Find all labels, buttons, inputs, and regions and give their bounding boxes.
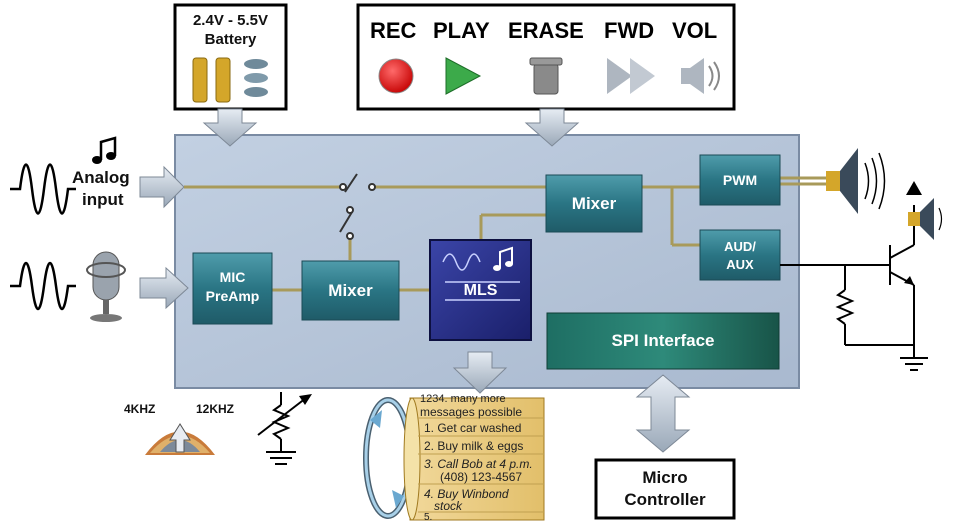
variable-resistor-arrow [299,394,312,405]
mls-note-icon [493,246,513,271]
vol-label: VOL [672,18,718,43]
battery-arrow [202,108,258,147]
message-item-2: 2. Buy milk & eggs [424,439,524,453]
mixer-top-block [545,174,643,233]
battery-icon [192,57,268,103]
analog-input-label-2: input [82,190,124,209]
fast-forward-icon [607,58,655,94]
microphone-icon [86,251,126,322]
mixer-left-block [301,260,400,321]
micro-controller-label-1: Micro [642,468,688,487]
aud-aux-label-2: AUX [726,256,754,272]
aux-speaker-icon [908,198,943,240]
pwm-block [699,154,781,206]
fwd-label: FWD [604,18,655,43]
message-item-5: 5. [424,512,433,523]
mic-preamp-block [192,252,273,325]
battery-voltage-label: 2.4V - 5.5V [192,12,269,29]
message-item-4a: 4. Buy Winbond [424,487,509,501]
transistor-emitter-arrow [904,276,914,285]
battery-label: Battery [204,31,257,48]
aux-output-circuit [780,205,928,371]
erase-label: ERASE [508,18,584,43]
message-scroll-icon [363,397,545,521]
play-icon [445,57,482,95]
controls-arrow [524,108,580,147]
message-top-1: 1234. many more [420,393,506,405]
message-item-3b: (408) 123-4567 [440,470,523,484]
micro-controller-label-2: Controller [624,490,706,509]
aud-aux-label-1: AUD/ [724,238,756,254]
spi-interface-label: SPI Interface [611,331,715,350]
record-icon [378,58,414,94]
trash-icon [529,57,563,95]
mls-label: MLS [463,282,498,299]
rec-label: REC [370,18,417,43]
mixer-left-label: Mixer [328,280,373,300]
mic-arrow [139,266,189,310]
message-item-1: 1. Get car washed [424,421,522,435]
mls-block [429,239,532,341]
mic-preamp-label-1: MIC [219,269,246,285]
analog-waveform-icon [10,163,76,215]
vcc-arrow [906,181,922,195]
message-item-4b: stock [434,499,463,513]
variable-resistor-icon [257,392,307,465]
mls-wave-icon [442,253,481,271]
volume-icon [681,58,720,94]
mic-waveform-icon [10,262,76,310]
mls-arrow [452,351,508,394]
freq-low-label: 4KHZ [124,402,156,416]
analog-arrow [139,165,185,209]
music-note-icon [92,136,117,164]
aud-aux-block [699,229,781,281]
frequency-gauge-icon [145,423,215,455]
message-top-2: messages possible [420,405,523,419]
message-item-3a: 3. Call Bob at 4 p.m. [424,457,533,471]
signal-wires [184,176,828,292]
mls-lines [445,281,520,301]
input-switch [339,173,376,240]
analog-input-label-1: Analog [72,168,130,187]
micro-controller-box [594,458,736,520]
mixer-top-label: Mixer [571,193,617,213]
pwm-label: PWM [722,172,758,188]
speaker-icon [826,148,886,214]
play-label: PLAY [433,18,490,43]
mic-preamp-label-2: PreAmp [205,288,260,304]
spi-bidirectional-arrow [635,374,691,453]
spi-block [546,312,780,370]
freq-high-label: 12KHZ [196,402,235,416]
